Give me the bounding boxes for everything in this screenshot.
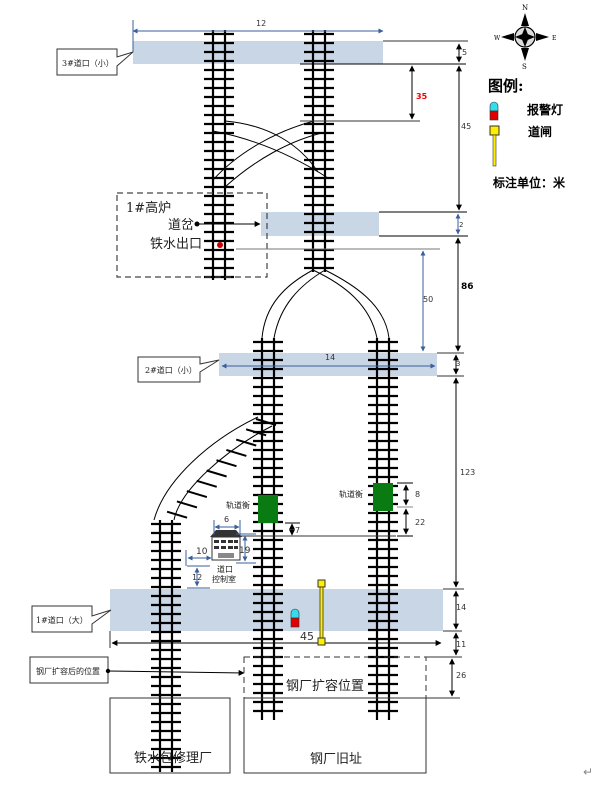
- track-scale-right: [373, 483, 393, 511]
- rail-curve: [312, 269, 378, 339]
- dim-45-crossing1: 45: [300, 630, 314, 643]
- crossing-1-callout: 1#道口（大）: [31, 605, 112, 633]
- dim-19: 19: [239, 546, 251, 556]
- old-site-label: 钢厂旧址: [310, 752, 362, 767]
- alarm-light: [290, 608, 300, 628]
- repair-plant-label: 铁水包修理厂: [134, 751, 212, 766]
- expansion-pointer-label: 钢厂扩容后的位置: [36, 666, 100, 676]
- outlet-dot: [217, 242, 223, 248]
- rail-curve: [224, 120, 319, 173]
- dim-86: 86: [461, 282, 474, 292]
- legend-alarm-label: 报警灯: [527, 102, 563, 117]
- crossing-3-label: 3#道口（小）: [62, 58, 114, 68]
- control-room-label-2: 控制室: [212, 574, 236, 584]
- compass-icon: N S W E: [494, 4, 556, 71]
- rail-curve: [324, 269, 390, 339]
- barrier-gate: [317, 579, 326, 646]
- switch-label: 道岔: [168, 218, 194, 233]
- rail-tracks: [151, 30, 398, 772]
- expansion-zone-label: 钢厂扩容位置: [286, 678, 364, 694]
- dim-2: 2: [459, 221, 463, 229]
- furnace-title: 1#高炉: [126, 200, 171, 216]
- branch-sleeper: [166, 510, 188, 519]
- dim-35: 35: [416, 92, 428, 101]
- legend-gate-label: 道闸: [528, 124, 552, 139]
- crossing-3-callout: 3#道口（小）: [56, 48, 134, 76]
- control-room-icon: [210, 530, 242, 561]
- dim-14-crossing1: 14: [456, 603, 466, 612]
- repair-plant-box: [109, 697, 231, 774]
- track-scale-left-label: 轨道衡: [226, 500, 250, 510]
- return-mark: ↵: [583, 765, 593, 779]
- branch-sleeper: [216, 459, 237, 468]
- outlet-label: 铁水出口: [150, 237, 202, 252]
- dim-6: 6: [224, 515, 229, 524]
- legend-gate-icon: [489, 125, 500, 167]
- dim-5: 5: [462, 48, 467, 57]
- branch-sleeper: [235, 438, 257, 447]
- dim-3: 3: [456, 360, 460, 368]
- svg-text:S: S: [522, 63, 527, 71]
- dim-14-crossing2: 14: [325, 353, 335, 362]
- rail-curve: [153, 416, 259, 521]
- branch-sleeper: [226, 448, 247, 457]
- dim-123: 123: [460, 468, 475, 477]
- track-scale-right-label: 轨道衡: [339, 489, 363, 499]
- track-scale-left: [258, 495, 278, 523]
- legend-unit-note: 标注单位：米: [492, 175, 566, 190]
- dim-7: 7: [295, 526, 300, 535]
- dim-22: 22: [415, 518, 425, 527]
- rail-curve: [224, 131, 327, 188]
- dim-12-top: 12: [256, 19, 266, 28]
- furnace-area-box: [116, 192, 268, 278]
- svg-text:E: E: [552, 35, 556, 42]
- crossing-2-callout: 2#道口（小）: [137, 356, 220, 383]
- branch-sleeper: [245, 428, 267, 437]
- svg-text:N: N: [522, 4, 528, 12]
- crossing-2-label: 2#道口（小）: [145, 365, 197, 375]
- branch-sleeper: [186, 490, 208, 499]
- svg-text:W: W: [494, 35, 501, 42]
- branch-sleeper: [255, 418, 277, 426]
- dim-10: 10: [196, 547, 208, 557]
- rail-curve: [273, 269, 326, 339]
- crossing-3-band: [133, 41, 383, 64]
- branch-sleeper: [196, 479, 218, 488]
- old-site-box: [243, 697, 427, 774]
- rail-curve: [212, 120, 315, 181]
- branch-sleeper: [206, 469, 227, 478]
- dim-50: 50: [423, 295, 433, 304]
- dim-12-control: 12: [192, 573, 202, 582]
- legend-title: 图例:: [488, 77, 524, 95]
- dim-45-top: 45: [461, 122, 471, 131]
- expansion-pointer-box: [29, 656, 109, 684]
- rail-curve: [261, 269, 314, 339]
- dim-8: 8: [415, 490, 420, 499]
- rail-curve: [212, 130, 329, 179]
- control-room-label-1: 道口: [217, 564, 233, 574]
- dim-26: 26: [456, 671, 466, 680]
- dim-11: 11: [456, 640, 466, 649]
- branch-sleeper: [176, 500, 198, 509]
- crossing-1-label: 1#道口（大）: [36, 615, 88, 625]
- legend-alarm-icon: [489, 101, 499, 121]
